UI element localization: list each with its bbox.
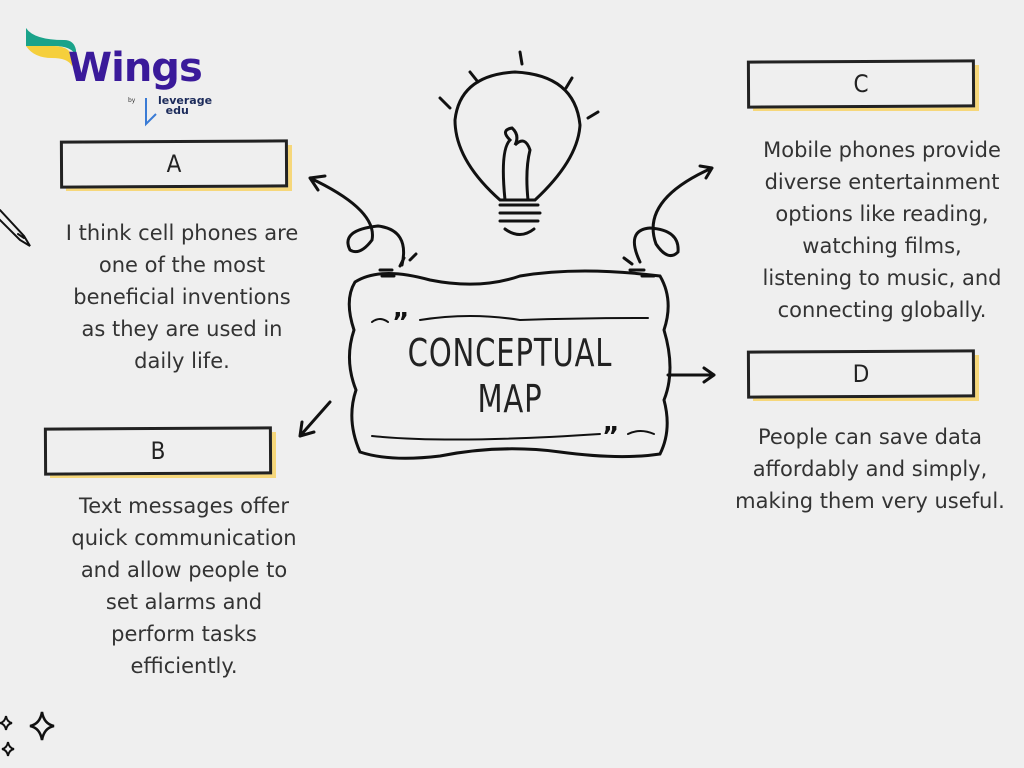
arrow-to-d (666, 366, 716, 384)
node-d-text: People can save data affordably and simp… (735, 425, 1005, 513)
arrow-to-b (298, 400, 332, 438)
arrow-to-c (632, 164, 714, 264)
sparkle-icon (29, 711, 55, 741)
logo-wordmark: Wings (68, 45, 203, 91)
center-title-line1: CONCEPTUAL (407, 331, 613, 375)
arrow-to-a (308, 174, 405, 267)
node-a-text: I think cell phones are one of the most … (65, 221, 299, 373)
quote-open-icon: ” (392, 308, 409, 338)
node-c-label-box: C (746, 59, 979, 111)
center-frame (347, 269, 672, 460)
node-c-text: Mobile phones provide diverse entertainm… (762, 138, 1002, 322)
quote-close-icon: ” (602, 422, 619, 452)
central-concept: CONCEPTUAL MAP (383, 330, 638, 422)
center-title-line2: MAP (477, 377, 543, 421)
node-d-label-box: D (746, 349, 979, 401)
node-b-label: B (43, 426, 273, 476)
node-b-label-box: B (43, 426, 276, 478)
sparkle-small-icon (0, 715, 15, 757)
pencil-icon (0, 209, 31, 247)
node-a-label: A (59, 139, 289, 189)
leverage-edu-mark-icon (145, 98, 157, 127)
node-b-text: Text messages offer quick communication … (71, 494, 297, 678)
lightbulb-icon (438, 50, 600, 236)
node-a-label-box: A (59, 139, 292, 191)
node-d-label: D (746, 349, 976, 399)
node-c-label: C (746, 59, 976, 109)
logo-partner: leverage edu (158, 94, 213, 117)
logo-swoosh-icon (26, 28, 76, 66)
logo-by: by (128, 97, 136, 104)
